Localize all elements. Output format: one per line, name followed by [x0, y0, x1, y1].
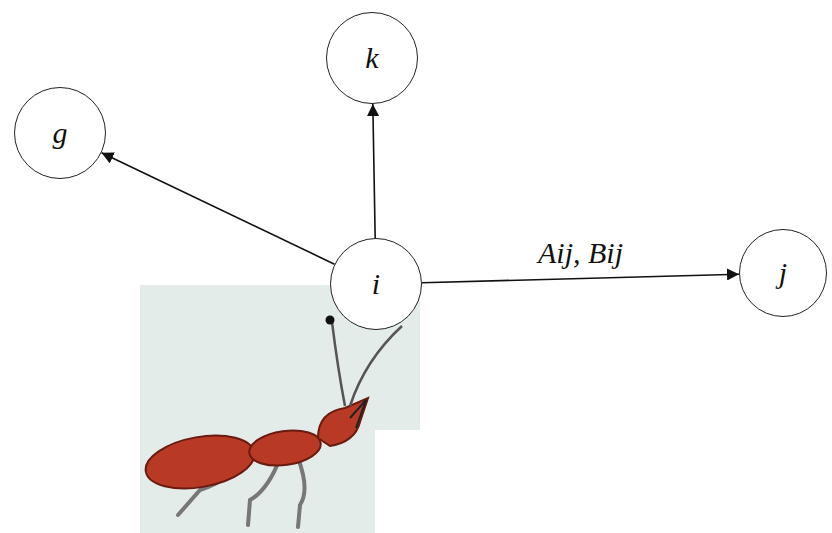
edge-label: Aij, Bij	[536, 238, 625, 268]
ant-mouth	[350, 400, 366, 428]
arrow-connector	[422, 274, 739, 283]
node-circle: g	[14, 87, 106, 179]
node-label: k	[365, 43, 378, 73]
arrow-connector	[373, 104, 375, 238]
ant-antennae	[332, 322, 402, 406]
arrow-connector	[102, 153, 335, 264]
node-circle: k	[326, 12, 418, 104]
node-circle: j	[739, 229, 827, 317]
antenna-tip	[326, 316, 335, 325]
ant-body	[141, 398, 368, 496]
node-circle: i	[330, 238, 422, 330]
node-label: g	[53, 118, 68, 148]
node-label: j	[779, 258, 787, 288]
illustration-background	[140, 285, 375, 533]
node-label: i	[372, 269, 380, 299]
